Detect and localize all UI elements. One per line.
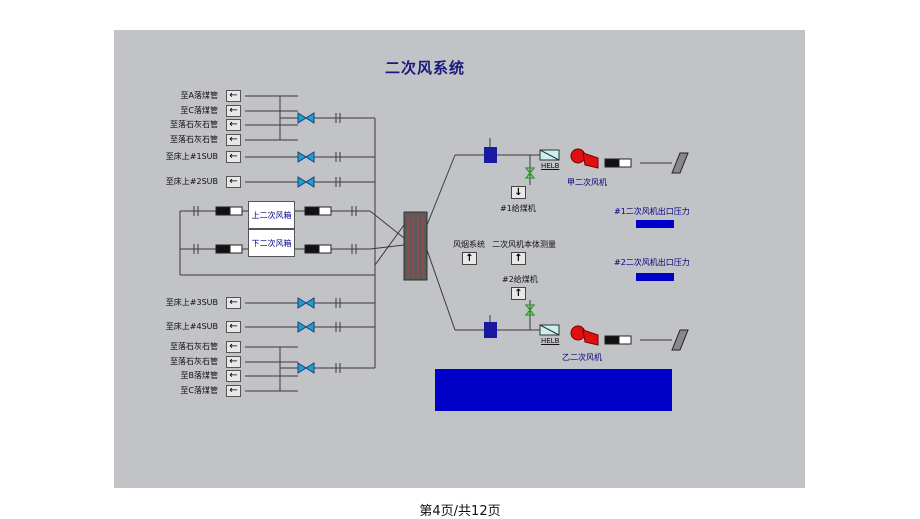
arrow-left-icon[interactable]: ← xyxy=(226,297,241,309)
lower-air-box[interactable]: 下二次风箱 xyxy=(248,229,295,257)
arrow-left-icon[interactable]: ← xyxy=(226,176,241,188)
fan-icon[interactable] xyxy=(570,148,599,346)
arrow-left-icon[interactable]: ← xyxy=(226,370,241,382)
label-to-a-coal-pipe: 至A落煤管 xyxy=(180,91,218,100)
upper-air-box[interactable]: 上二次风箱 xyxy=(248,201,295,229)
pipe-breaks xyxy=(193,113,491,373)
gate-valve-icon[interactable] xyxy=(524,167,536,316)
label-to-limestone-4: 至落石灰石管 xyxy=(170,357,218,366)
feeder-2-label: #2给煤机 xyxy=(502,275,538,284)
outlet-pressure-2-indicator xyxy=(636,273,674,281)
flue-gas-label: 风烟系统 xyxy=(453,240,485,249)
page-footer: 第4页/共12页 xyxy=(419,504,501,519)
label-to-limestone-3: 至落石灰石管 xyxy=(170,342,218,351)
helb-a-label: HELB xyxy=(541,162,560,170)
damper-b-icon[interactable] xyxy=(484,322,497,338)
arrow-left-icon[interactable]: ← xyxy=(226,356,241,368)
label-to-limestone-1: 至落石灰石管 xyxy=(170,120,218,129)
feeder-1-label: #1给煤机 xyxy=(500,204,536,213)
fan-a-label: 甲二次风机 xyxy=(567,178,607,187)
label-to-bed-sub4: 至床上#4SUB xyxy=(165,322,218,331)
label-to-bed-sub3: 至床上#3SUB xyxy=(165,298,218,307)
air-preheater-block[interactable] xyxy=(403,211,428,281)
damper-a-icon[interactable] xyxy=(484,147,497,163)
heater-icon[interactable] xyxy=(539,149,560,336)
arrow-left-icon[interactable]: ← xyxy=(226,105,241,117)
damper-icon[interactable] xyxy=(215,158,632,345)
flue-gas-up-button[interactable]: ↑ xyxy=(462,252,477,265)
page-title: 二次风系统 xyxy=(385,59,466,77)
arrow-left-icon[interactable]: ← xyxy=(226,385,241,397)
fan-body-up-button[interactable]: ↑ xyxy=(511,252,526,265)
arrow-left-icon[interactable]: ← xyxy=(226,90,241,102)
feeder-2-up-button[interactable]: ↑ xyxy=(511,287,526,300)
fan-body-measure-label: 二次风机本体测量 xyxy=(492,240,556,249)
butterfly-valve-icon[interactable] xyxy=(297,112,315,374)
outlet-pressure-2-label: #2二次风机出口压力 xyxy=(614,258,690,267)
fan-b-label: 乙二次风机 xyxy=(562,353,602,362)
arrow-left-icon[interactable]: ← xyxy=(226,134,241,146)
arrow-left-icon[interactable]: ← xyxy=(226,119,241,131)
label-to-limestone-2: 至落石灰石管 xyxy=(170,135,218,144)
air-intake-icon xyxy=(671,152,689,351)
label-to-b-coal-pipe: 至B落煤管 xyxy=(180,371,219,380)
alarm-message-area[interactable] xyxy=(435,369,672,411)
label-to-c-coal-pipe: 至C落煤管 xyxy=(180,106,218,115)
helb-b-label: HELB xyxy=(541,337,560,345)
arrow-left-icon[interactable]: ← xyxy=(226,151,241,163)
arrow-left-icon[interactable]: ← xyxy=(226,341,241,353)
label-to-c-coal-pipe-2: 至C落煤管 xyxy=(180,386,218,395)
arrow-left-icon[interactable]: ← xyxy=(226,321,241,333)
feeder-1-down-button[interactable]: ↓ xyxy=(511,186,526,199)
outlet-pressure-1-label: #1二次风机出口压力 xyxy=(614,207,690,216)
outlet-pressure-1-indicator xyxy=(636,220,674,228)
label-to-bed-sub1: 至床上#1SUB xyxy=(165,152,218,161)
label-to-bed-sub2: 至床上#2SUB xyxy=(165,177,218,186)
